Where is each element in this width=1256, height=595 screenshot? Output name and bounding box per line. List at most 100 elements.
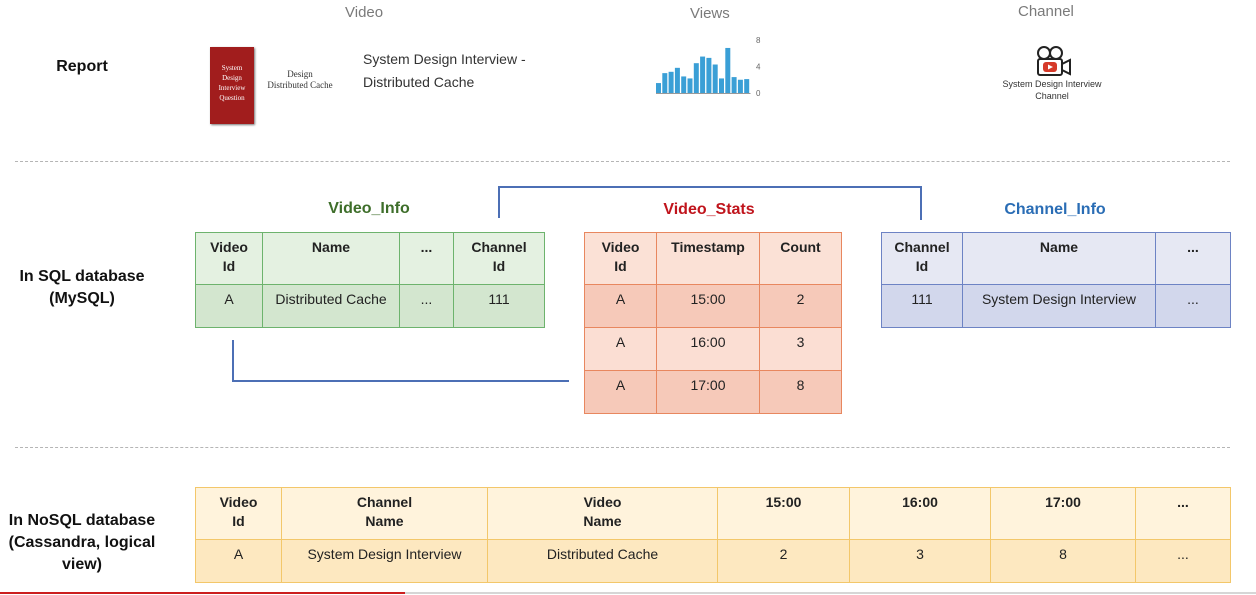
- views-tick-label: 4: [756, 63, 761, 72]
- table-row: A 17:00 8: [584, 370, 842, 414]
- section-divider: [15, 161, 1230, 162]
- views-bar: [700, 56, 706, 93]
- book-cover-thumbnail: System Design Interview Question: [210, 47, 254, 124]
- table-row: A System Design Interview Distributed Ca…: [195, 539, 1231, 583]
- video-info-title: Video_Info: [328, 200, 410, 217]
- sql-label-line: In SQL database: [19, 268, 145, 285]
- views-bar: [719, 78, 724, 93]
- book-text-line: Interview: [218, 84, 246, 92]
- header-text: Video: [219, 494, 258, 510]
- table-cell: System Design Interview: [962, 284, 1156, 328]
- table-cell: 15:00: [656, 284, 760, 328]
- header-cell: 16:00: [849, 487, 991, 540]
- table-cell: 8: [990, 539, 1136, 583]
- relation-line-top-left: [498, 186, 500, 218]
- video-title-line: Distributed Cache: [363, 74, 475, 90]
- table-cell: A: [584, 370, 657, 414]
- table-row: 111 System Design Interview ...: [881, 284, 1231, 328]
- header-text: ...: [1187, 239, 1199, 255]
- thumb-text-line: Design: [287, 69, 313, 79]
- thumb-text-line: Distributed Cache: [267, 80, 333, 90]
- views-bar: [687, 78, 693, 93]
- relation-line-top: [498, 186, 922, 188]
- header-text: Video: [583, 494, 622, 510]
- views-bar: [674, 67, 680, 93]
- header-text: Id: [222, 258, 236, 274]
- progress-track: [0, 592, 1256, 594]
- table-cell: ...: [1155, 284, 1231, 328]
- sql-label-line: (MySQL): [49, 290, 115, 307]
- table-cell: ...: [399, 284, 454, 328]
- header-text: ...: [1177, 494, 1189, 510]
- channel-name: System Design Interview Channel: [990, 78, 1114, 102]
- header-cell: ...: [399, 232, 454, 285]
- header-cell: Name: [262, 232, 400, 285]
- nosql-label: In NoSQL database (Cassandra, logical vi…: [0, 510, 164, 576]
- relation-line-top-right: [920, 186, 922, 220]
- header-cell: 17:00: [990, 487, 1136, 540]
- header-cell: 15:00: [717, 487, 850, 540]
- table-cell: A: [195, 539, 282, 583]
- table-cell: System Design Interview: [281, 539, 488, 583]
- header-text: Name: [365, 513, 404, 529]
- table-cell: ...: [1135, 539, 1231, 583]
- report-label: Report: [56, 58, 108, 75]
- table-cell: 3: [849, 539, 991, 583]
- header-text: Count: [780, 239, 821, 255]
- header-text: Id: [915, 258, 929, 274]
- header-text: Channel: [894, 239, 950, 255]
- views-bar: [712, 64, 718, 93]
- table-row: A 15:00 2: [584, 284, 842, 328]
- views-bar: [725, 47, 731, 93]
- channel-camera-icon: [1037, 46, 1071, 76]
- header-text: 15:00: [765, 494, 802, 510]
- header-cell: Timestamp: [656, 232, 760, 285]
- views-tick-label: 8: [756, 36, 761, 45]
- views-bar: [706, 57, 712, 93]
- table-cell: 2: [717, 539, 850, 583]
- nosql-label-line: (Cassandra, logical: [8, 534, 156, 551]
- table-cell: Distributed Cache: [487, 539, 718, 583]
- channel-header: Channel: [1018, 3, 1074, 20]
- header-text: Name: [583, 513, 622, 529]
- views-bar: [681, 76, 687, 93]
- views-bar: [731, 77, 737, 93]
- table-cell: 8: [759, 370, 842, 414]
- views-bar-chart: 8 4 0: [656, 36, 761, 98]
- progress-fill: [0, 592, 405, 594]
- relation-line-bottom-left: [232, 340, 234, 382]
- views-bar: [668, 71, 674, 93]
- header-text: Name: [1039, 239, 1079, 255]
- header-text: ...: [420, 239, 433, 255]
- views-bar: [693, 63, 699, 93]
- table-row: A 16:00 3: [584, 327, 842, 371]
- header-text: Id: [614, 258, 627, 274]
- video-header: Video: [345, 4, 384, 21]
- table-cell: A: [584, 284, 657, 328]
- video-thumbnail-text: Design Distributed Cache: [262, 69, 338, 91]
- table-cell: 3: [759, 327, 842, 371]
- section-divider: [15, 447, 1230, 448]
- views-tick-label: 0: [756, 89, 761, 98]
- table-cell: 111: [881, 284, 963, 328]
- sql-label: In SQL database (MySQL): [8, 266, 156, 310]
- table-cell: 111: [453, 284, 545, 328]
- views-bar: [662, 73, 668, 93]
- table-cell: Distributed Cache: [262, 284, 400, 328]
- header-text: 16:00: [902, 494, 938, 510]
- header-cell: ...: [1155, 232, 1231, 285]
- table-cell: A: [584, 327, 657, 371]
- header-text: Id: [492, 258, 506, 274]
- table-cell: A: [195, 284, 263, 328]
- book-text-line: Design: [222, 74, 242, 82]
- views-bar: [656, 83, 661, 93]
- table-cell: 2: [759, 284, 842, 328]
- relation-line-bottom: [232, 380, 569, 382]
